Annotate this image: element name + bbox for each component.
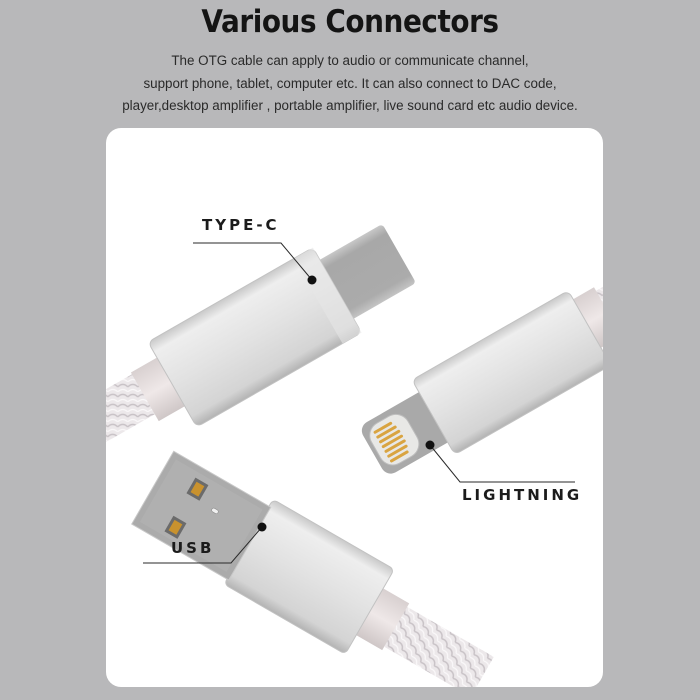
lightning-housing	[413, 292, 603, 453]
lightning-leader-line	[429, 444, 575, 483]
type-c-label: TYPE-C	[202, 216, 280, 234]
type-c-housing	[149, 249, 360, 426]
description: The OTG cable can apply to audio or comm…	[0, 50, 700, 118]
usb-connector	[225, 500, 494, 687]
usb-strain-relief	[351, 585, 410, 651]
leader-lines	[143, 242, 575, 564]
description-line-1: The OTG cable can apply to audio or comm…	[171, 53, 529, 68]
lightning-marker-dot	[425, 440, 435, 450]
usb-cable	[366, 596, 494, 687]
usb-leader-line	[143, 526, 263, 564]
description-line-2: support phone, tablet, computer etc. It …	[143, 75, 557, 91]
usb-marker-dot	[257, 522, 267, 532]
usb-plug-tip	[131, 450, 272, 581]
lightning-connector	[361, 257, 603, 474]
lightning-label: LIGHTNING	[462, 486, 583, 504]
type-c-connector	[106, 225, 415, 459]
lightning-strain-relief	[564, 287, 603, 353]
type-c-marker-dot	[307, 275, 317, 285]
usb-label: USB	[171, 539, 215, 557]
description-line-3: player,desktop amplifier , portable ampl…	[122, 98, 578, 113]
page-title: Various Connectors	[201, 4, 499, 40]
type-c-cable	[106, 369, 164, 459]
gold-contacts-icon	[373, 421, 409, 463]
type-c-strain-relief	[130, 354, 190, 422]
usb-contact-window-icon	[164, 477, 219, 539]
type-c-leader-line	[193, 242, 313, 281]
